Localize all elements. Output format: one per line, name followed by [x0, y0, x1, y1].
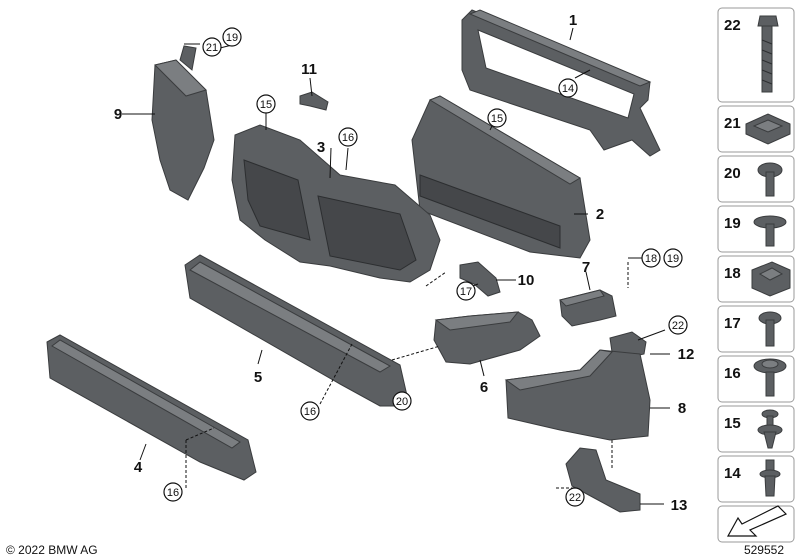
callout-6: 6 — [480, 379, 488, 396]
part-7-small-duct — [559, 289, 617, 327]
callout-12: 12 — [678, 346, 695, 363]
clip-icon — [751, 261, 791, 297]
part-4-lower-shutter — [46, 334, 257, 481]
callout-1: 1 — [569, 12, 577, 29]
part-11-small-bracket — [299, 91, 329, 111]
part-10-bracket — [459, 261, 501, 297]
sidebar-label-17: 17 — [724, 315, 741, 332]
sidebar-label-20: 20 — [724, 165, 741, 182]
sidebar-label-19: 19 — [724, 215, 741, 232]
circled-callout-22a: 22 — [672, 320, 684, 332]
callout-2: 2 — [596, 206, 604, 223]
callout-labels: 1 2 3 4 5 6 7 8 9 10 11 12 13 — [114, 12, 695, 514]
circled-callout-17: 17 — [460, 286, 472, 298]
callout-10: 10 — [518, 272, 535, 289]
callout-13: 13 — [671, 497, 688, 514]
circled-callout-15b: 15 — [491, 113, 503, 125]
sidebar-label-15: 15 — [724, 415, 741, 432]
hex-screw-icon — [758, 311, 782, 347]
flange-screw-icon — [753, 215, 787, 247]
callout-8: 8 — [678, 400, 686, 417]
circled-callout-16a: 16 — [342, 132, 354, 144]
clip-nut-icon — [745, 113, 791, 145]
part-9-side-bracket — [151, 45, 215, 201]
sidebar-label-14: 14 — [724, 465, 741, 482]
circled-callout-15a: 15 — [260, 99, 272, 111]
sidebar-label-18: 18 — [724, 265, 741, 282]
sidebar-label-21: 21 — [724, 115, 741, 132]
part-3-kidney-grille — [231, 124, 441, 283]
circled-callout-19a: 19 — [226, 32, 238, 44]
callout-11: 11 — [301, 61, 317, 78]
callout-7: 7 — [582, 259, 590, 276]
circled-callout-16c: 16 — [167, 487, 179, 499]
circled-callout-21: 21 — [206, 42, 218, 54]
washer-screw-icon — [753, 358, 787, 397]
circled-callout-20: 20 — [396, 396, 408, 408]
sidebar-label-16: 16 — [724, 365, 741, 382]
bolt-icon — [757, 15, 779, 93]
rivet-icon — [759, 459, 781, 497]
sidebar-label-22: 22 — [724, 17, 741, 34]
circled-callout-18: 18 — [645, 253, 657, 265]
screw-icon — [757, 162, 783, 197]
direction-arrow-icon — [726, 505, 788, 537]
part-5-lower-carrier — [184, 254, 409, 407]
callout-3: 3 — [317, 139, 325, 156]
circled-callout-19b: 19 — [667, 253, 679, 265]
circled-callouts: 21 19 15 16 14 15 17 18 19 22 16 20 16 2… — [163, 27, 688, 507]
part-6-duct — [433, 311, 541, 365]
callout-4: 4 — [134, 459, 143, 476]
callout-5: 5 — [254, 369, 262, 386]
image-number: 529552 — [744, 543, 784, 557]
circled-callout-16b: 16 — [304, 406, 316, 418]
circled-callout-22b: 22 — [569, 492, 581, 504]
copyright-text: © 2022 BMW AG — [6, 543, 98, 557]
circled-callout-14: 14 — [562, 83, 574, 95]
expanding-rivet-icon — [757, 409, 783, 449]
callout-9: 9 — [114, 106, 122, 123]
part-8-air-guide — [504, 349, 651, 441]
fastener-sidebar: 22 21 20 19 — [717, 7, 795, 543]
part-13-lower-bracket — [565, 447, 641, 513]
part-2-air-duct — [411, 95, 591, 259]
